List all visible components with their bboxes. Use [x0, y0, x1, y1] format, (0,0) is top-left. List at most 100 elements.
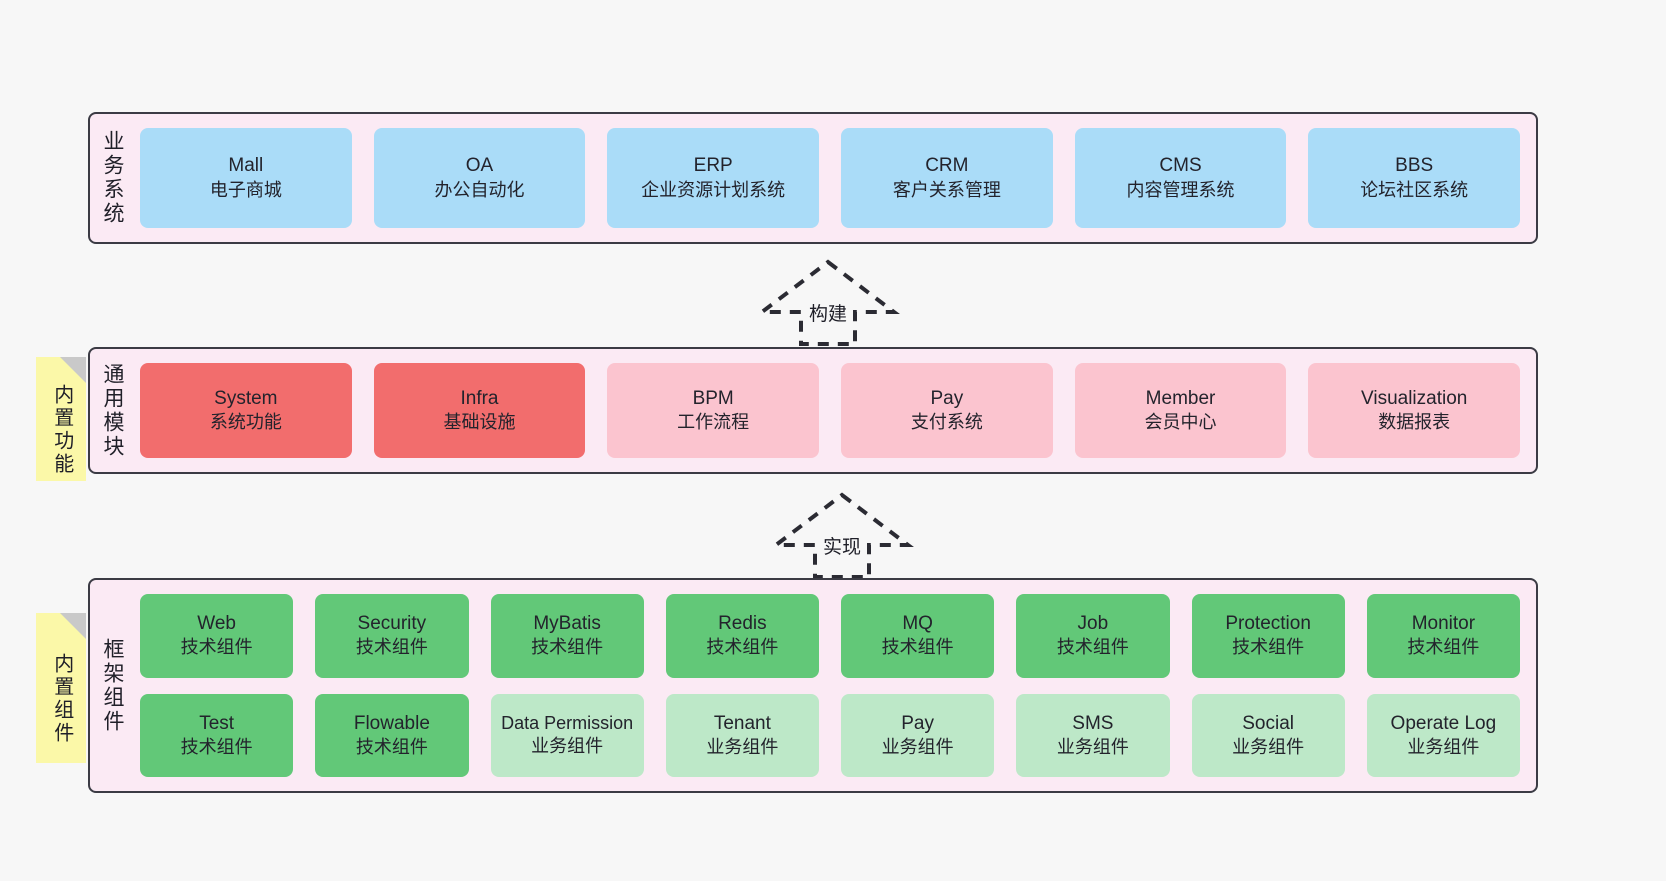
card-title: Pay [901, 712, 934, 734]
card-subtitle: 技术组件 [1056, 637, 1129, 658]
layer-framework-component: 框架组件 Web 技术组件 Security 技术组件 MyBatis 技术组件… [88, 578, 1538, 793]
card-title: Infra [460, 387, 499, 409]
card-subtitle: 业务组件 [531, 736, 604, 757]
layer-body-business-system: Mall 电子商城 OA 办公自动化 ERP 企业资源计划系统 CRM 客户关系… [134, 114, 1536, 242]
card-row: System 系统功能 Infra 基础设施 BPM 工作流程 Pay 支付系统… [140, 363, 1521, 458]
card-crm[interactable]: CRM 客户关系管理 [841, 128, 1053, 228]
card-subtitle: 技术组件 [355, 637, 428, 658]
card-subtitle: 业务组件 [881, 736, 954, 757]
card-subtitle: 工作流程 [677, 412, 750, 433]
card-title: Web [197, 613, 236, 635]
connector-build: 构建 [754, 256, 902, 346]
layer-title-framework-component: 框架组件 [101, 637, 125, 734]
card-subtitle: 技术组件 [1407, 637, 1480, 658]
card-title: Security [357, 613, 427, 635]
card-title: BPM [692, 387, 734, 409]
card-title: MQ [902, 613, 933, 635]
card-tenant[interactable]: Tenant 业务组件 [665, 693, 819, 777]
card-title: SMS [1072, 712, 1114, 734]
layer-title-business-system: 业务系统 [101, 130, 125, 226]
card-title: Flowable [353, 712, 430, 734]
card-title: Mall [228, 155, 264, 177]
card-title: Test [199, 712, 235, 734]
card-erp[interactable]: ERP 企业资源计划系统 [607, 128, 820, 228]
connector-label: 实现 [820, 531, 863, 559]
card-mq[interactable]: MQ 技术组件 [841, 594, 995, 678]
card-subtitle: 会员中心 [1144, 412, 1217, 433]
card-subtitle: 企业资源计划系统 [641, 179, 786, 200]
card-monitor[interactable]: Monitor 技术组件 [1366, 594, 1520, 678]
card-title: Member [1145, 387, 1216, 409]
card-title: CMS [1159, 155, 1202, 177]
card-protection[interactable]: Protection 技术组件 [1191, 594, 1345, 678]
card-infra[interactable]: Infra 基础设施 [373, 363, 586, 458]
card-title: Social [1242, 712, 1294, 734]
card-title: OA [465, 155, 494, 177]
connector-implement: 实现 [768, 489, 916, 579]
card-subtitle: 业务组件 [1232, 736, 1305, 757]
card-oa[interactable]: OA 办公自动化 [373, 128, 586, 228]
card-bbs[interactable]: BBS 论坛社区系统 [1308, 128, 1521, 228]
card-bpm[interactable]: BPM 工作流程 [607, 363, 820, 458]
card-cms[interactable]: CMS 内容管理系统 [1074, 128, 1287, 228]
card-pay[interactable]: Pay 支付系统 [841, 363, 1053, 458]
sticky-note-builtin-component: 内置组件 [36, 613, 86, 763]
card-operate-log[interactable]: Operate Log 业务组件 [1366, 693, 1520, 777]
card-title: MyBatis [533, 613, 601, 635]
card-subtitle: 基础设施 [443, 412, 516, 433]
card-subtitle: 客户关系管理 [892, 179, 1001, 200]
card-title: Protection [1225, 613, 1311, 635]
card-row: Web 技术组件 Security 技术组件 MyBatis 技术组件 Redi… [140, 594, 1520, 678]
connector-label: 构建 [806, 298, 849, 326]
hollow-up-arrow-icon [756, 259, 900, 346]
card-pay-component[interactable]: Pay 业务组件 [841, 693, 995, 777]
card-subtitle: 内容管理系统 [1126, 179, 1235, 200]
card-subtitle: 系统功能 [209, 412, 282, 433]
card-title: Operate Log [1390, 712, 1497, 734]
layer-business-system: 业务系统 Mall 电子商城 OA 办公自动化 ERP 企业资源计划系统 CRM… [88, 112, 1538, 244]
card-security[interactable]: Security 技术组件 [315, 594, 469, 678]
card-subtitle: 技术组件 [355, 736, 428, 757]
card-title: Job [1077, 613, 1109, 635]
card-subtitle: 技术组件 [706, 637, 779, 658]
card-row: Mall 电子商城 OA 办公自动化 ERP 企业资源计划系统 CRM 客户关系… [140, 128, 1521, 228]
card-web[interactable]: Web 技术组件 [140, 594, 294, 678]
card-system[interactable]: System 系统功能 [140, 363, 352, 458]
layer-body-common-module: System 系统功能 Infra 基础设施 BPM 工作流程 Pay 支付系统… [134, 349, 1536, 472]
card-mybatis[interactable]: MyBatis 技术组件 [490, 594, 644, 678]
layer-body-framework-component: Web 技术组件 Security 技术组件 MyBatis 技术组件 Redi… [134, 580, 1536, 791]
card-job[interactable]: Job 技术组件 [1016, 594, 1170, 678]
card-flowable[interactable]: Flowable 技术组件 [315, 693, 469, 777]
card-redis[interactable]: Redis 技术组件 [665, 594, 819, 678]
card-title: Tenant [713, 712, 771, 734]
card-subtitle: 办公自动化 [434, 179, 525, 200]
sticky-note-label: 内置功能 [50, 384, 73, 476]
card-test[interactable]: Test 技术组件 [140, 693, 294, 777]
sticky-note-builtin-function: 内置功能 [36, 357, 86, 481]
card-title: Redis [718, 613, 767, 635]
card-title: CRM [925, 155, 969, 177]
card-subtitle: 电子商城 [209, 179, 282, 200]
layer-title-common-module: 通用模块 [101, 362, 125, 459]
card-subtitle: 支付系统 [910, 412, 983, 433]
card-title: Monitor [1411, 613, 1476, 635]
card-subtitle: 技术组件 [881, 637, 954, 658]
card-subtitle: 技术组件 [180, 637, 253, 658]
card-member[interactable]: Member 会员中心 [1074, 363, 1287, 458]
card-sms[interactable]: SMS 业务组件 [1016, 693, 1170, 777]
card-visualization[interactable]: Visualization 数据报表 [1308, 363, 1521, 458]
card-subtitle: 业务组件 [1056, 736, 1129, 757]
card-subtitle: 技术组件 [180, 736, 253, 757]
card-social[interactable]: Social 业务组件 [1191, 693, 1345, 777]
card-subtitle: 业务组件 [706, 736, 779, 757]
card-title: ERP [693, 155, 733, 177]
card-mall[interactable]: Mall 电子商城 [140, 128, 352, 228]
sticky-note-label: 内置组件 [50, 653, 73, 745]
card-subtitle: 论坛社区系统 [1360, 179, 1469, 200]
card-subtitle: 数据报表 [1378, 412, 1451, 433]
card-subtitle: 技术组件 [531, 637, 604, 658]
card-row: Test 技术组件 Flowable 技术组件 Data Permission … [140, 693, 1520, 777]
card-data-permission[interactable]: Data Permission 业务组件 [490, 693, 644, 777]
hollow-up-arrow-icon [770, 492, 914, 579]
card-title: Visualization [1361, 387, 1468, 409]
